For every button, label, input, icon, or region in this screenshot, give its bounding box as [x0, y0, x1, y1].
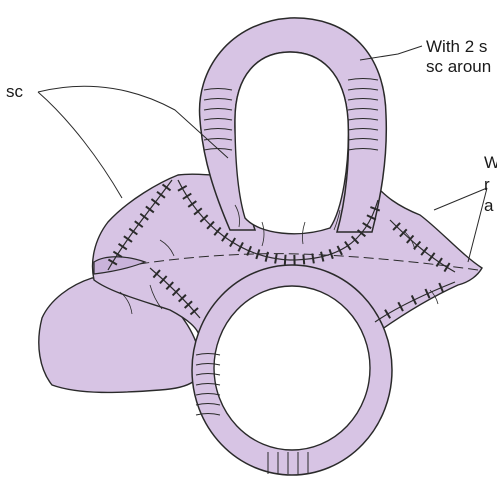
label-top-right-line1: With 2 s — [426, 37, 487, 56]
stitch-tick — [303, 254, 304, 264]
label-right-line3: a — [484, 196, 494, 215]
leader-sc-lower — [38, 92, 122, 198]
label-right-line1: W — [484, 153, 497, 172]
bottom-ring-hole — [214, 286, 370, 450]
label-sc: sc — [6, 82, 24, 101]
label-right-line2: r — [484, 175, 490, 194]
leader-right-1 — [434, 188, 487, 210]
label-top-right-line2: sc aroun — [426, 57, 491, 76]
top-ring-inner-edge — [235, 52, 348, 234]
stitch-tick — [285, 255, 286, 265]
